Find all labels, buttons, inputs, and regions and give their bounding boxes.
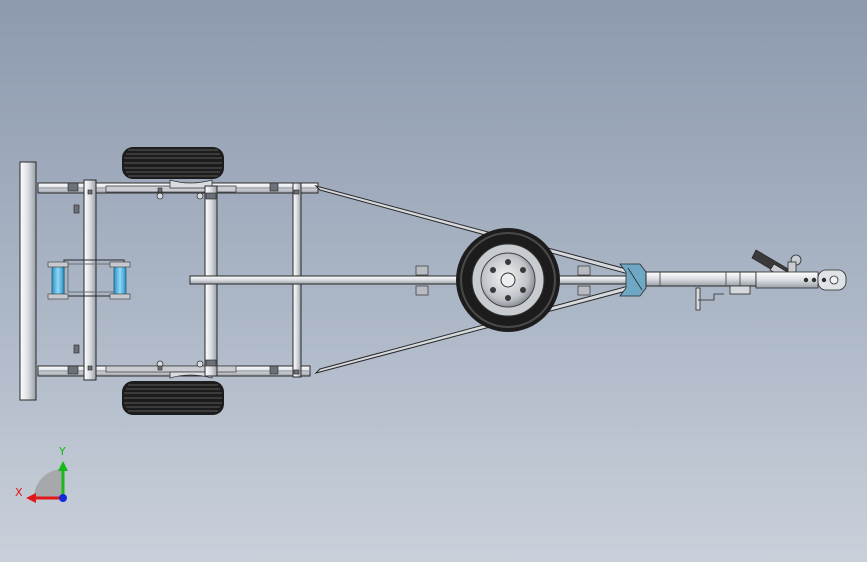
y-axis-label: Y bbox=[58, 445, 66, 458]
spare-wheel[interactable] bbox=[456, 228, 560, 332]
bolt-details bbox=[67, 182, 300, 375]
rear-cross-plate[interactable] bbox=[19, 161, 37, 401]
coupler-mount[interactable] bbox=[619, 263, 647, 297]
center-spine[interactable] bbox=[189, 275, 651, 285]
hitch-head[interactable] bbox=[755, 269, 847, 291]
wheel-top[interactable] bbox=[122, 147, 224, 179]
roller-assembly[interactable] bbox=[47, 259, 131, 300]
xyz-triad-icon: X Y bbox=[15, 445, 68, 503]
cross-member-1[interactable] bbox=[83, 179, 97, 381]
spring-bracket-top[interactable] bbox=[156, 179, 213, 200]
jack-handle-icon[interactable] bbox=[695, 285, 751, 311]
wheel-bottom[interactable] bbox=[122, 381, 224, 415]
spine-clamps bbox=[415, 265, 591, 296]
x-axis-label: X bbox=[15, 486, 23, 499]
